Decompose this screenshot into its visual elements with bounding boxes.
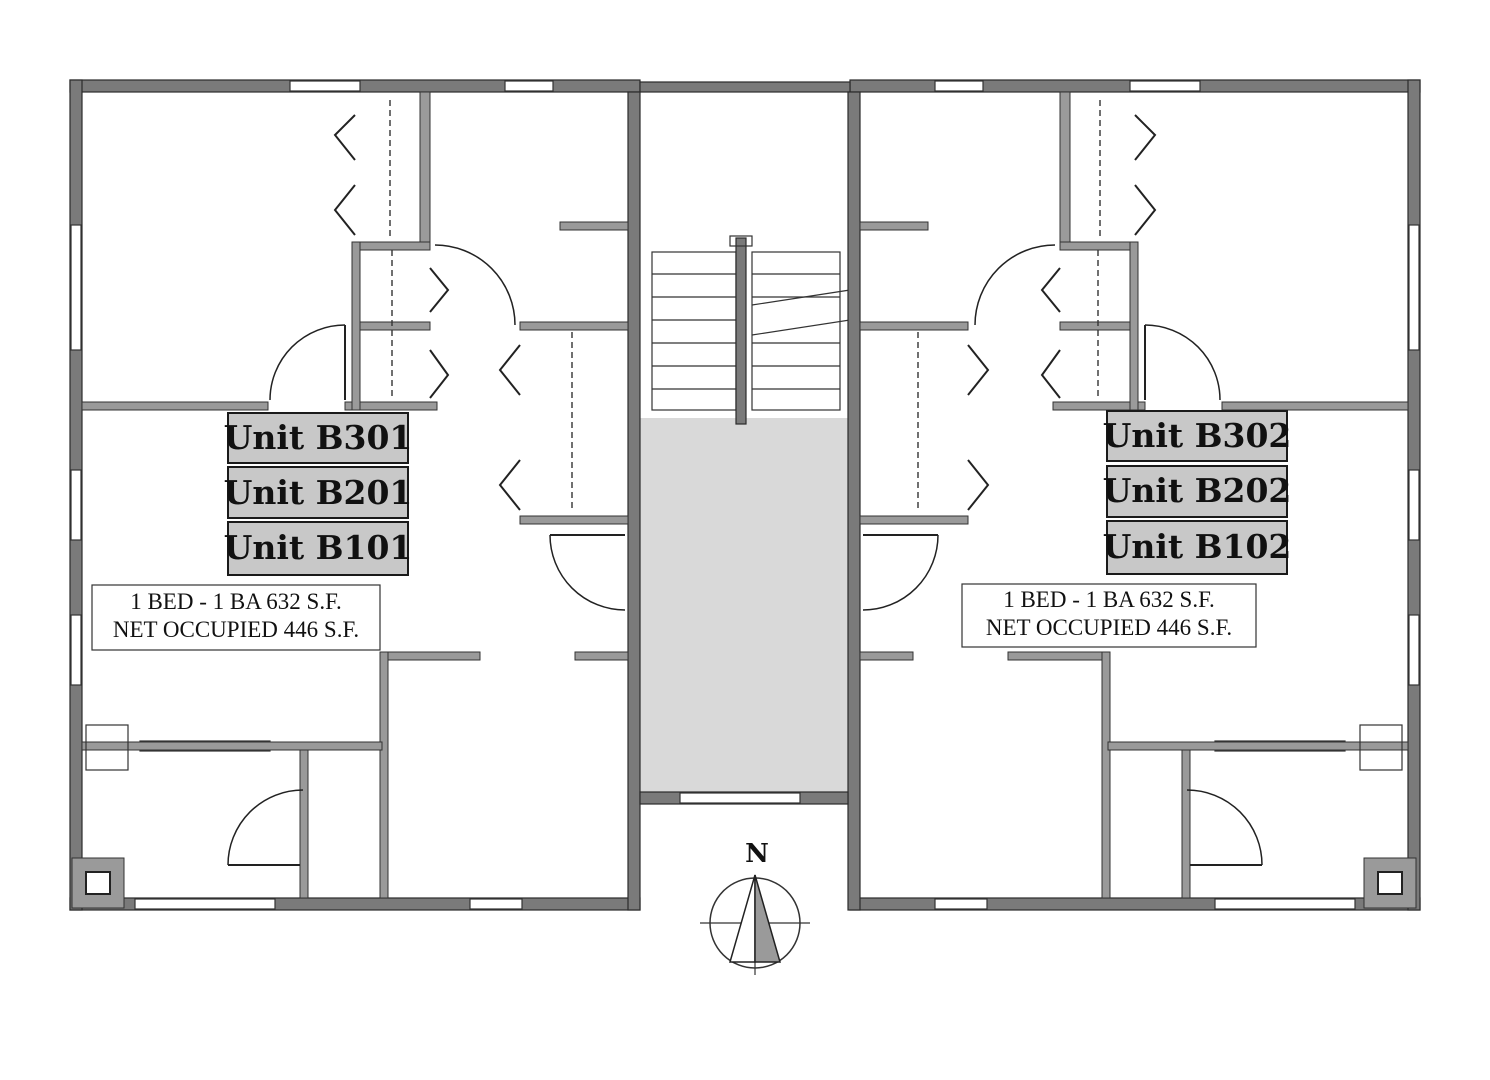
unit-label-b201: Unit B201 <box>224 466 413 519</box>
unit-info-line1: 1 BED - 1 BA 632 S.F. <box>1003 587 1215 612</box>
east-unit-closets <box>917 100 1417 909</box>
unit-label-b301: Unit B301 <box>224 412 413 464</box>
unit-label-text: Unit B302 <box>1103 416 1292 455</box>
unit-info-east: 1 BED - 1 BA 632 S.F. NET OCCUPIED 446 S… <box>961 583 1257 648</box>
north-arrow-icon: N <box>700 839 810 975</box>
west-unit-walls <box>81 91 629 899</box>
unit-info-line2: NET OCCUPIED 446 S.F. <box>986 615 1232 640</box>
west-unit-closets <box>71 100 573 909</box>
east-unit-doors <box>862 244 1263 866</box>
unit-label-text: Unit B102 <box>1103 527 1292 566</box>
unit-label-text: Unit B101 <box>224 528 413 567</box>
unit-label-text: Unit B201 <box>224 473 413 512</box>
unit-label-text: Unit B301 <box>224 418 413 457</box>
unit-label-b101: Unit B101 <box>224 521 413 576</box>
unit-info-line2: NET OCCUPIED 446 S.F. <box>113 617 359 642</box>
east-unit-walls <box>859 91 1409 899</box>
unit-info-line1: 1 BED - 1 BA 632 S.F. <box>130 589 342 614</box>
stair-hall-floor <box>640 418 848 794</box>
unit-label-b102: Unit B102 <box>1103 520 1292 575</box>
unit-label-b202: Unit B202 <box>1103 465 1292 518</box>
unit-label-b302: Unit B302 <box>1103 410 1292 462</box>
west-unit-doors <box>227 244 626 866</box>
unit-label-text: Unit B202 <box>1103 471 1292 510</box>
stairs <box>651 235 851 425</box>
north-label: N <box>745 839 769 869</box>
unit-info-west: 1 BED - 1 BA 632 S.F. NET OCCUPIED 446 S… <box>91 584 381 651</box>
